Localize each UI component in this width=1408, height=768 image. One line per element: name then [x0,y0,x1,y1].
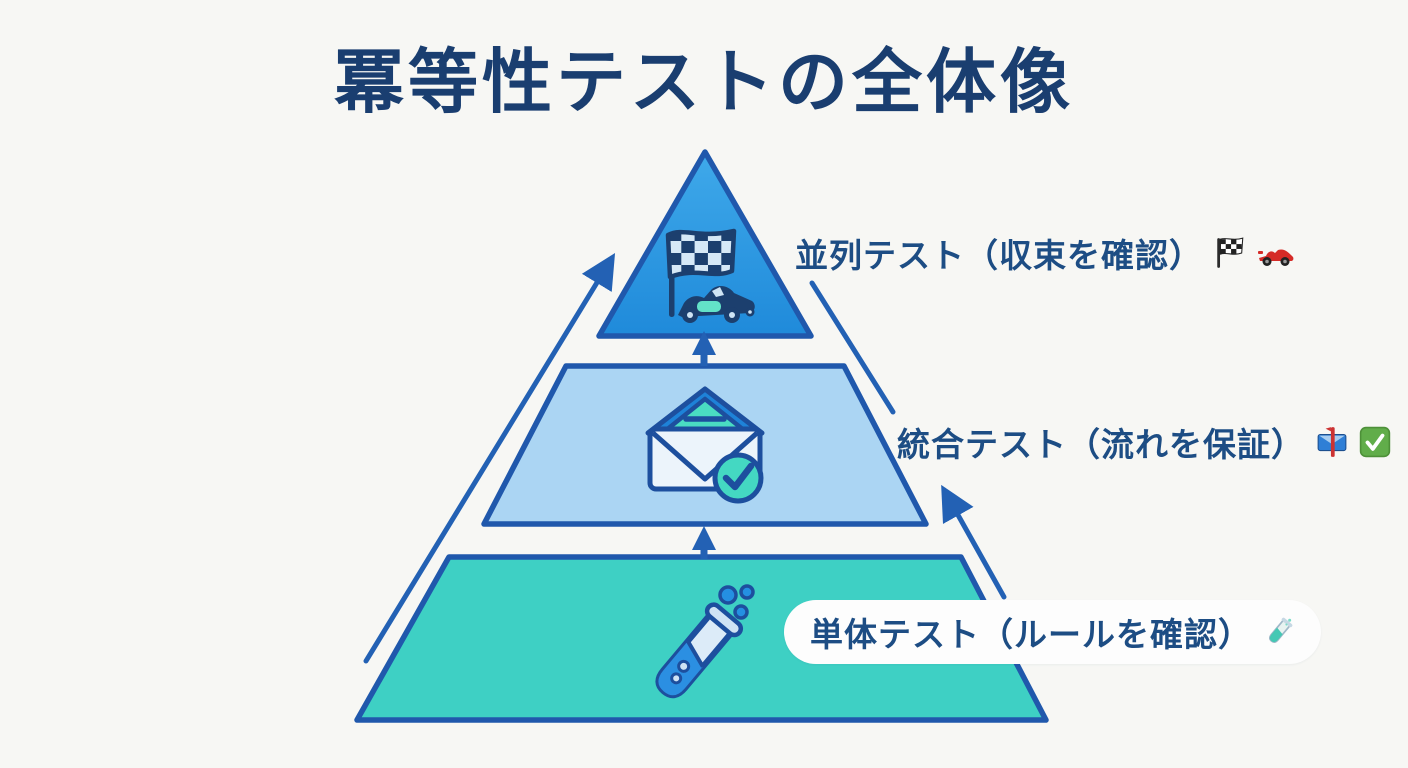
test-tube-icon [655,584,755,699]
level-connector-arrow-upper [692,331,716,366]
right-growth-arrow-upper [809,280,896,415]
checkered-flag-emoji [1214,236,1246,270]
parallel-test-label-text: 並列テスト（収束を確認） [795,237,1203,274]
integration-test-label: 統合テスト（流れを保証） [897,418,1391,466]
unit-test-label: 単体テスト（ルールを確認） [784,600,1321,664]
mailbox-emoji [1316,426,1348,458]
race-car-icon [678,286,755,323]
unit-test-label-text: 単体テスト（ルールを確認） [810,616,1252,653]
test-tube-emoji [1263,616,1295,648]
parallel-test-label: 並列テスト（収束を確認） [795,229,1295,277]
level-connector-arrow-lower [692,526,716,559]
checkered-flag-icon [665,228,737,317]
racing-car-emoji [1257,238,1295,268]
right-growth-arrow-lower [941,484,1007,600]
check-mark-emoji [1359,426,1391,458]
page-title: 冪等性テストの全体像 [334,43,1074,121]
integration-test-label-text: 統合テスト（流れを保証） [897,426,1305,463]
left-growth-arrow [363,253,616,664]
envelope-check-icon [645,386,765,504]
